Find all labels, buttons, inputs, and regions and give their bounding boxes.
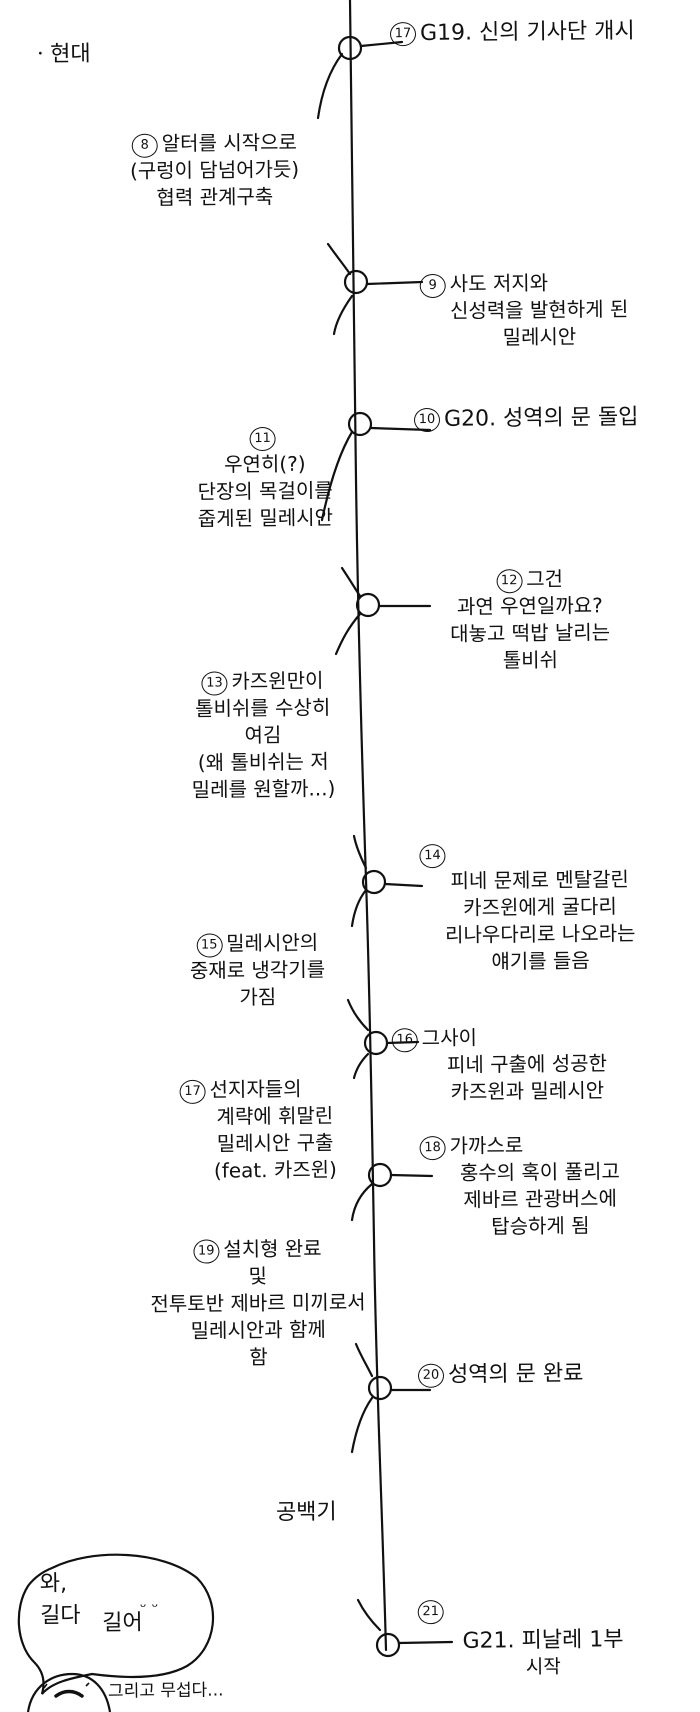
event-line: 시작 (525, 1656, 561, 1679)
event-line: 가짐 (239, 984, 277, 1010)
timeline-node (375, 1632, 401, 1658)
event-line: 톨비쉬 (502, 647, 559, 673)
event-number: 16 (391, 1027, 418, 1052)
event-line: G21. 피날레 1부 (462, 1626, 624, 1654)
event-line: 탑승하게 됨 (491, 1213, 590, 1239)
timeline-node (343, 269, 369, 295)
event-line: 제바르 관광버스에 (463, 1186, 618, 1212)
timeline-node (337, 35, 363, 61)
event-line: 카즈윈만이 (231, 668, 324, 694)
event-line: 얘기를 들음 (491, 948, 590, 974)
bubble-face-marks: ᵕ ᵕ (139, 1596, 159, 1617)
event-line: 함 (249, 1344, 268, 1370)
event-number: 21 (417, 1600, 444, 1625)
event-line: (구렁이 담넘어가듯) (129, 157, 300, 183)
event-number: 17 (179, 1079, 206, 1104)
era-label: ㆍ현대 (29, 41, 91, 68)
event-11: 11 우연히(?) 단장의 목걸이를 줍게된 밀레시안 (174, 423, 355, 533)
face-doodle-icon (26, 1672, 112, 1712)
speech-bubble (17, 1553, 215, 1695)
bubble-text: 와, 길다 길어 (40, 1567, 143, 1640)
event-14: 14 피네 문제로 멘탈갈린 카즈윈에게 굴다리 리나우다리로 나오라는 얘기를… (419, 839, 660, 977)
event-line: 피네 문제로 멘탈갈린 (450, 867, 629, 893)
event-line: 톨비쉬를 수상히 (194, 695, 331, 721)
event-number: 20 (417, 1363, 445, 1388)
event-line: 카즈윈과 밀레시안 (450, 1078, 605, 1104)
event-line: 그사이 (421, 1025, 478, 1051)
event-line: 중재로 냉각기를 (189, 957, 326, 983)
gap-label: 공백기 (275, 1499, 337, 1526)
event-line: 가까스로 (449, 1133, 524, 1158)
event-line: G19. 신의 기사단 개시 (419, 18, 635, 46)
event-line: 여김 (244, 722, 282, 748)
event-line: 밀레시안 (502, 324, 577, 350)
event-line: 단장의 목걸이를 (197, 478, 333, 504)
event-line: 그건 (526, 566, 564, 592)
event-line: 계략에 휘말린 (216, 1103, 334, 1129)
event-line: 협력 관계구축 (156, 184, 274, 210)
footer-note: 그리고 무섭다... (107, 1680, 224, 1702)
event-line: 성역의 문 완료 (447, 1361, 584, 1388)
event-number: 18 (419, 1135, 446, 1160)
event-line: 밀레시안 구출 (216, 1130, 334, 1156)
event-line: (왜 톨비쉬는 저 (197, 749, 329, 775)
event-number: 12 (496, 568, 523, 593)
timeline-spine (348, 0, 388, 1652)
event-number: 15 (196, 932, 223, 958)
event-number: 13 (201, 670, 228, 696)
event-line: G20. 성역의 문 돌입 (443, 404, 639, 432)
event-number: 11 (249, 426, 276, 451)
timeline-node (363, 1030, 389, 1056)
event-number: 17 (389, 22, 417, 47)
event-line: 전투토반 제바르 미끼로서 (150, 1289, 366, 1317)
event-line: (feat. 카즈윈) (213, 1157, 338, 1183)
timeline-node (367, 1375, 393, 1401)
event-number: 10 (413, 407, 441, 433)
event-line: 설치형 완료 (223, 1236, 322, 1262)
event-line: 리나우다리로 나오라는 (444, 921, 636, 947)
event-line: 대놓고 떡밥 날리는 (450, 620, 611, 646)
event-number: 9 (419, 273, 446, 298)
timeline-node (361, 869, 387, 895)
event-g21: 21 G21. 피날레 1부 시작 (417, 1595, 669, 1683)
timeline-node (355, 592, 381, 618)
event-number: 19 (193, 1238, 220, 1264)
timeline-node (347, 411, 373, 437)
event-line: 피네 구출에 성공한 (446, 1051, 608, 1077)
event-number: 8 (131, 133, 158, 158)
event-line: 밀레시안과 함께 (190, 1317, 326, 1343)
event-line: 카즈윈에게 굴다리 (463, 894, 617, 920)
event-line: 홍수의 혹이 풀리고 (459, 1159, 620, 1185)
bubble-line: 와, (39, 1571, 68, 1597)
event-line: 과연 우연일까요? (456, 593, 603, 619)
event-line: 신성력을 발현하게 된 (449, 296, 629, 323)
event-line: 우연히(?) (224, 451, 306, 477)
event-line: 선지자들의 (209, 1076, 302, 1102)
event-line: 밀레시안의 (226, 930, 319, 956)
event-line: 사도 저지와 (449, 270, 549, 296)
event-line: 알터를 시작으로 (161, 130, 298, 156)
event-number: 14 (419, 843, 446, 868)
event-line: 밀레를 원할까...) (191, 776, 336, 802)
event-line: 및 (248, 1263, 268, 1289)
event-line: 줍게된 밀레시안 (197, 505, 334, 531)
